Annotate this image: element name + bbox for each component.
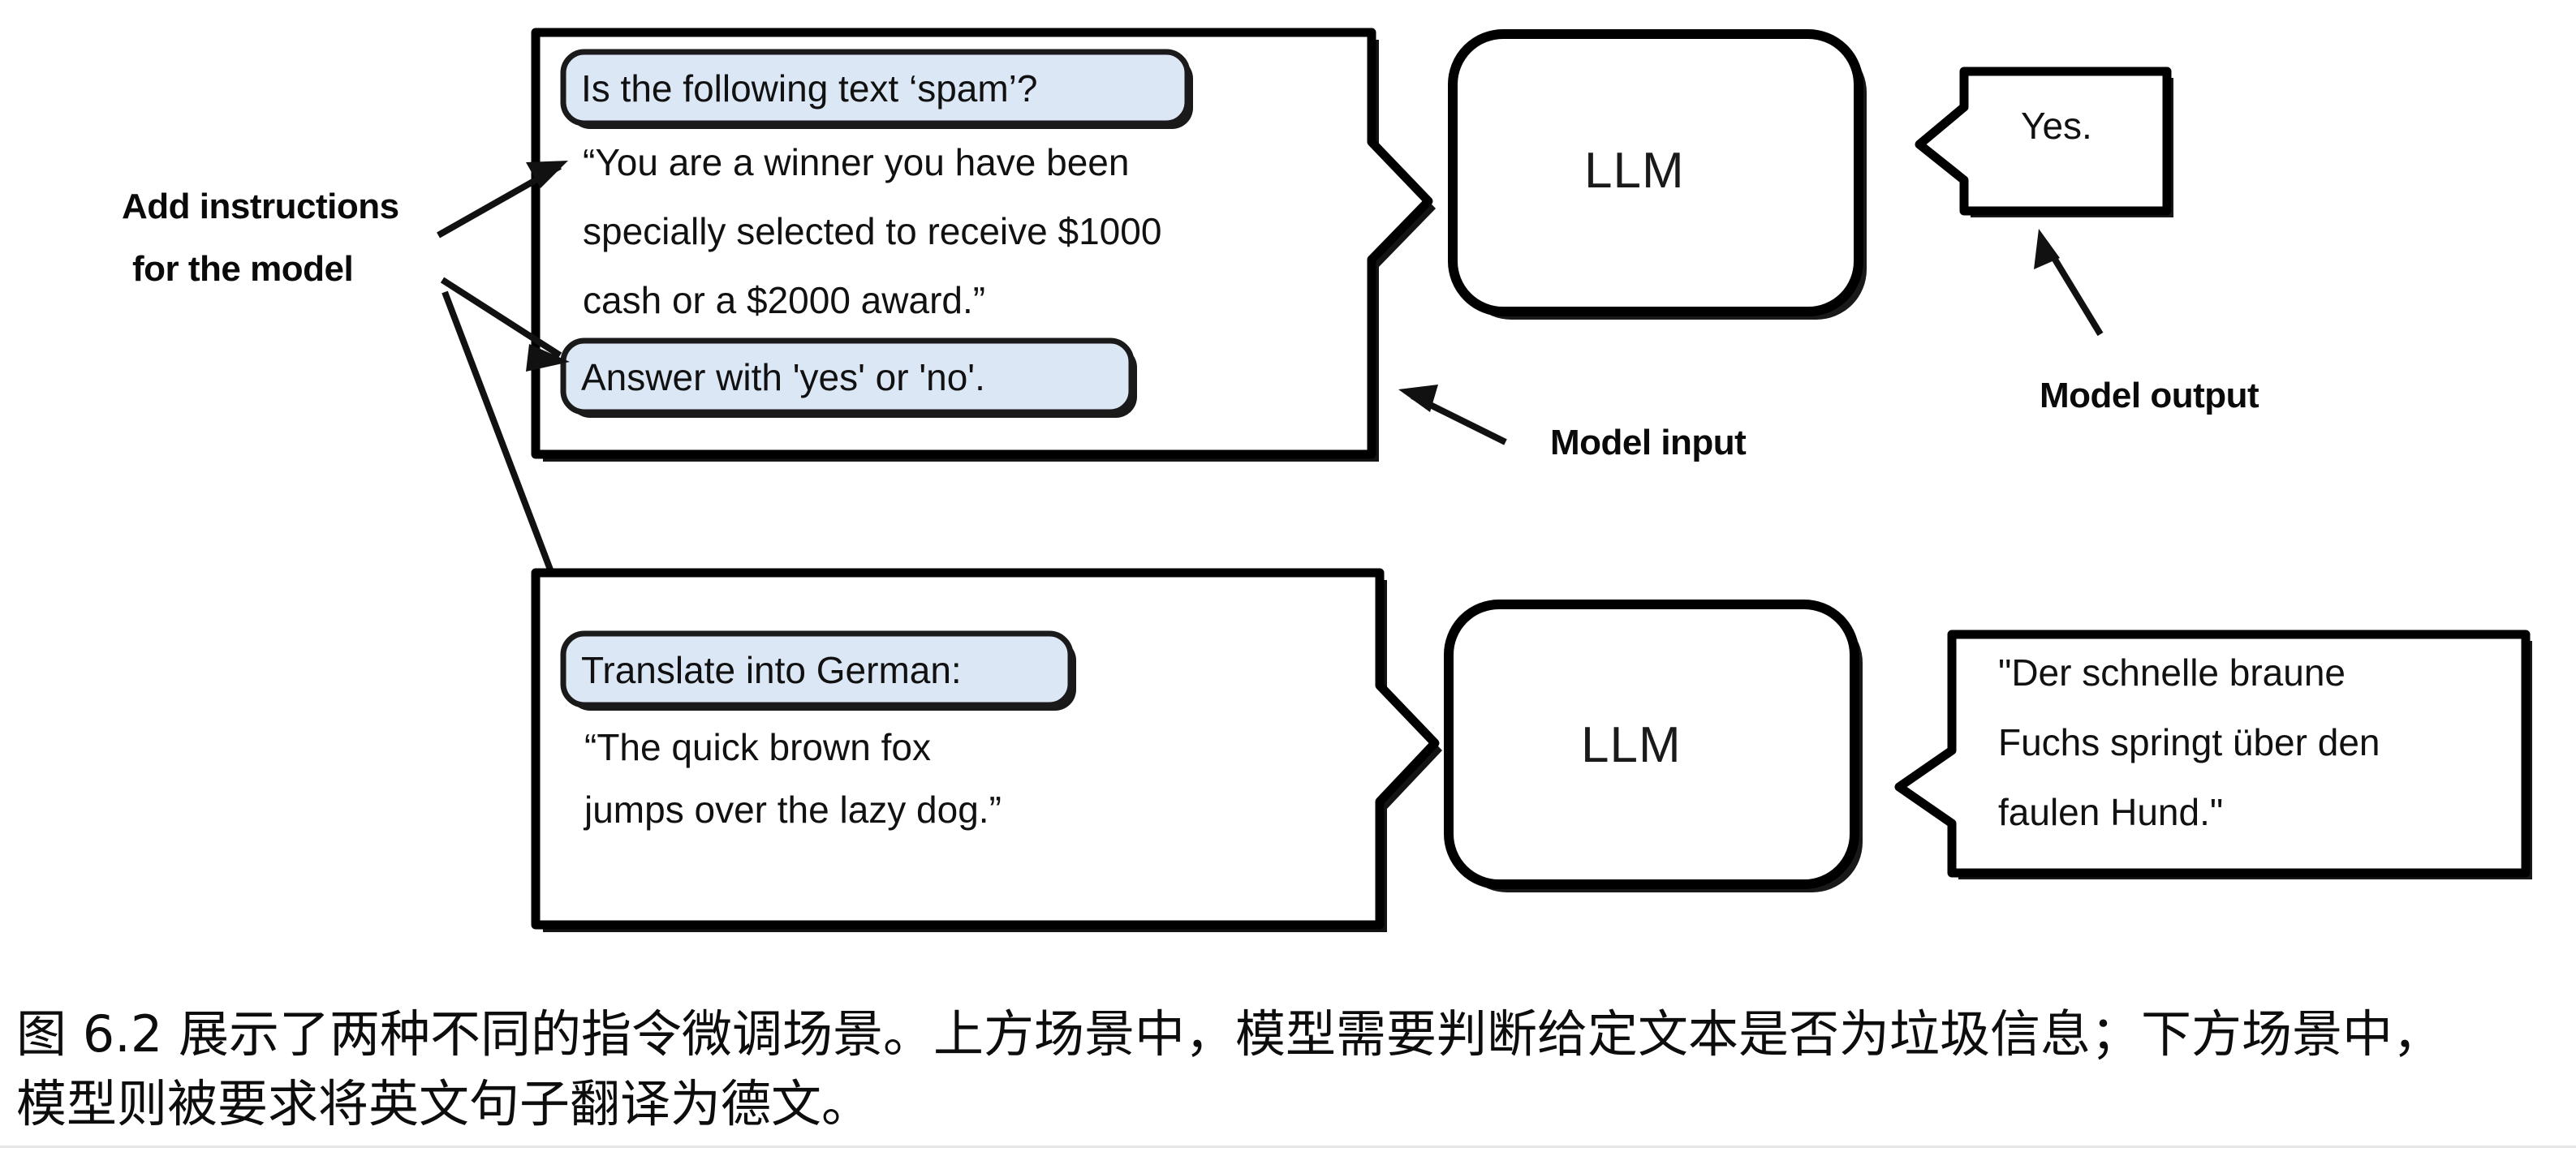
llm-box-translate[interactable] — [1444, 600, 1859, 889]
translate-body-line-2: jumps over the lazy dog.” — [584, 789, 1002, 831]
llm-label-translate: LLM — [1581, 717, 1682, 773]
model-input-label: Model input — [1550, 423, 1747, 462]
prompt-body-line-1: “You are a winner you have been — [583, 141, 1130, 183]
arrow-model-output — [2034, 229, 2104, 337]
output-text-german-line-2: Fuchs springt über den — [1998, 721, 2380, 763]
model-output-bubble-yes[interactable] — [1915, 67, 2172, 216]
caption-line-2: 模型则被要求将英文句子翻译为德文。 — [16, 1074, 872, 1133]
prompt-body-line-2: specially selected to receive $1000 — [583, 210, 1162, 252]
instruction-chip-text-spam: Is the following text ‘spam’? — [581, 67, 1038, 110]
add-instructions-label-line2: for the model — [132, 249, 354, 289]
model-output-bubble-german[interactable] — [1894, 630, 2531, 878]
arrow-to-answer-chip — [440, 277, 570, 372]
arrow-model-input — [1398, 385, 1507, 445]
output-text-german-line-3: faulen Hund." — [1998, 791, 2224, 833]
page-bottom-divider — [0, 1146, 2576, 1148]
llm-box-spam[interactable] — [1448, 29, 1863, 316]
answer-chip-text-spam: Answer with 'yes' or 'no'. — [581, 356, 985, 398]
arrow-to-instruction-chip — [437, 161, 568, 239]
llm-label-spam: LLM — [1584, 143, 1685, 199]
translate-body-line-1: “The quick brown fox — [584, 726, 931, 768]
answer-chip-spam[interactable] — [560, 337, 1135, 415]
instruction-chip-translate[interactable] — [560, 630, 1074, 708]
add-instructions-label-line1: Add instructions — [122, 187, 399, 226]
instruction-chip-spam[interactable] — [560, 49, 1191, 127]
model-output-label: Model output — [2040, 376, 2259, 415]
instruction-chip-text-translate: Translate into German: — [581, 649, 962, 691]
output-text-yes: Yes. — [2021, 105, 2092, 147]
output-text-german-line-1: "Der schnelle braune — [1998, 651, 2346, 694]
caption-line-1: 图 6.2 展示了两种不同的指令微调场景。上方场景中，模型需要判断给定文本是否为… — [16, 1004, 2444, 1064]
prompt-body-line-3: cash or a $2000 award.” — [583, 279, 986, 321]
